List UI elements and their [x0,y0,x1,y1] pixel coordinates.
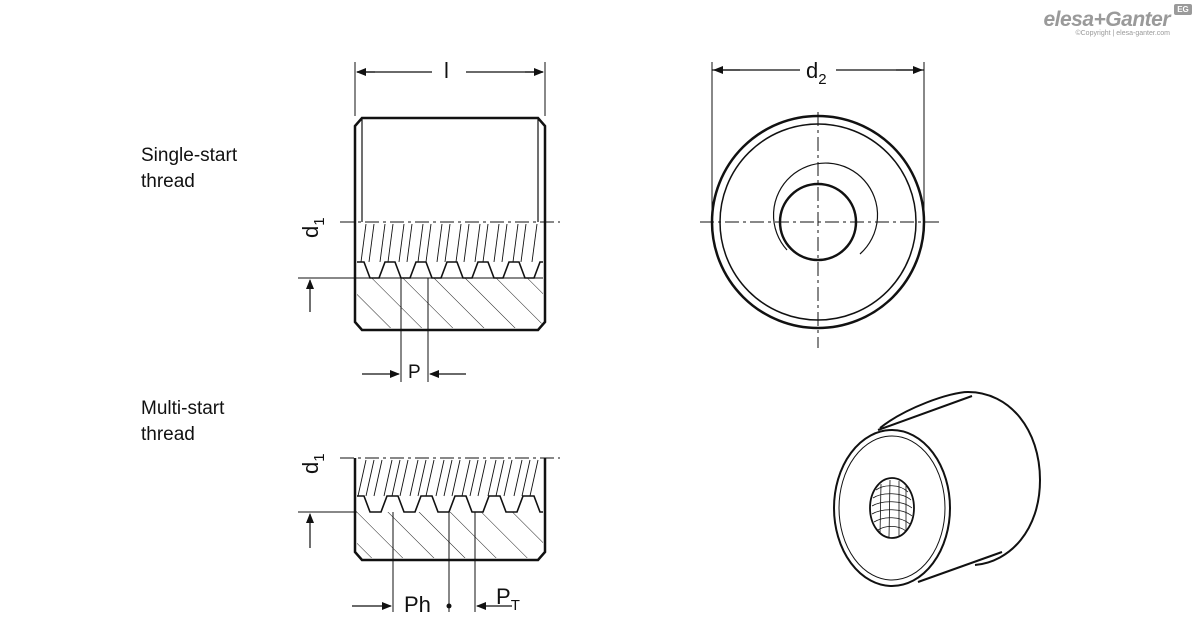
d1-label-multi: d1 [298,453,328,474]
pitch-label: P [408,362,421,383]
multi-helix-lines [357,459,539,497]
multi-start-section-view [298,457,560,612]
d2-label-sub: 2 [818,71,827,88]
brand-badge: EG [1174,4,1192,15]
d2-label-main: d [806,58,819,83]
brand-name-part1: elesa [1043,8,1094,31]
pt-label: PT [496,584,520,614]
single-helix-lines [360,223,538,263]
single-start-caption-line2: thread [141,171,195,192]
single-body-outline [353,116,547,332]
thread-arc [772,162,879,255]
brand-logo: elesa+Ganter EG ©Copyright | elesa-gante… [1043,4,1192,37]
d1-single-sub: 1 [311,217,328,226]
d1-multi-sub: 1 [311,453,328,462]
length-label: l [444,58,449,83]
brand-name-part2: +Ganter [1093,8,1171,31]
iso-bore [869,477,915,539]
single-hatched-section [357,278,543,328]
single-start-section-view [298,62,560,382]
multi-start-caption: Multi-start thread [141,396,224,448]
lead-label: Ph [404,592,431,617]
single-thread-profile [357,261,543,279]
d1-multi-main: d [298,461,323,474]
iso-front-face [833,429,951,587]
brand-copyright: ©Copyright | elesa-ganter.com [1075,30,1170,37]
multi-thread-profile [357,495,543,513]
pt-label-main: P [496,584,511,609]
d2-label: d2 [806,58,827,88]
iso-cylinder-body [879,390,1042,566]
multi-body-outline [353,458,547,562]
multi-start-caption-line1: Multi-start [141,398,225,419]
multi-hatched-section [357,512,543,558]
isometric-view [833,390,1042,587]
single-start-caption-line1: Single-start [141,145,238,166]
d1-single-main: d [298,225,323,238]
iso-bore-thread [871,479,913,538]
single-start-caption: Single-start thread [141,143,237,195]
multi-start-caption-line2: thread [141,424,195,445]
d1-label-single: d1 [298,217,328,238]
pt-label-sub: T [510,597,520,614]
front-end-view [700,62,940,348]
